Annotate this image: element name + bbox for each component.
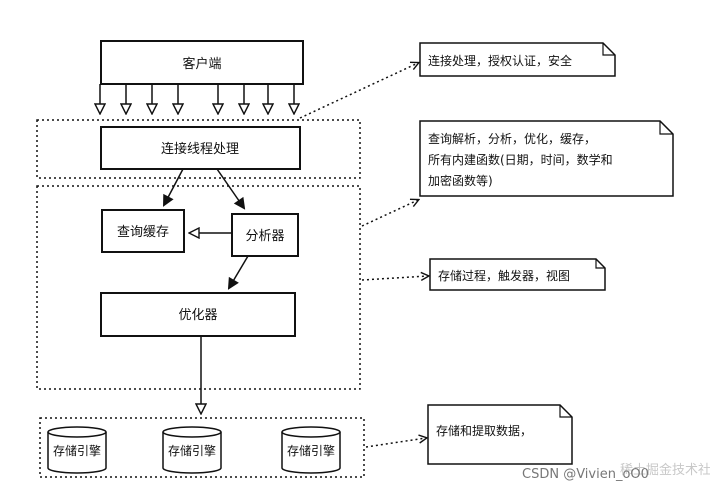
connection-layer-container <box>36 119 361 179</box>
parser-label: 分析器 <box>245 229 284 244</box>
note-storage: 存储和提取数据， <box>427 404 573 465</box>
optimizer-label: 优化器 <box>178 308 217 323</box>
connection-thread-label: 连接线程处理 <box>161 141 239 157</box>
storage-engine-cylinder: 存储引擎 <box>281 426 341 474</box>
pointer-service-note <box>361 200 418 227</box>
storage-engine-label: 存储引擎 <box>53 443 101 458</box>
query-cache-box: 查询缓存 <box>101 209 185 253</box>
pointer-procedures-note <box>361 276 428 280</box>
arrow-connection-to-parser <box>216 168 244 208</box>
storage-engine-cylinder: 存储引擎 <box>47 426 107 474</box>
client-connection-arrows <box>100 84 294 113</box>
client-label: 客户端 <box>182 56 221 72</box>
pointer-storage-note <box>365 438 426 448</box>
storage-layer-container <box>39 417 365 478</box>
storage-engine-cylinder: 存储引擎 <box>162 426 222 474</box>
note-service-line-3: 加密函数等) <box>428 173 493 188</box>
storage-engine-label: 存储引擎 <box>287 443 335 458</box>
arrow-connection-to-cache <box>164 168 184 205</box>
storage-engine-label: 存储引擎 <box>168 443 216 458</box>
watermark: CSDN @Vivien_oO0 <box>522 467 649 482</box>
service-layer-container <box>36 185 361 390</box>
note-service-line-2: 所有内建函数(日期，时间，数学和 <box>428 152 613 167</box>
note-storage-text: 存储和提取数据， <box>436 423 532 438</box>
note-procedures: 存储过程，触发器，视图 <box>429 258 606 291</box>
client-box: 客户端 <box>100 40 304 85</box>
note-connection-text: 连接处理，授权认证，安全 <box>428 53 572 68</box>
note-service-line-1: 查询解析，分析，优化，缓存， <box>428 132 596 146</box>
pointer-connection-note <box>299 63 418 119</box>
connection-thread-box: 连接线程处理 <box>100 126 301 170</box>
watermark-overlay: 稀土掘金技术社区 <box>620 462 710 478</box>
parser-box: 分析器 <box>231 213 299 257</box>
note-procedures-text: 存储过程，触发器，视图 <box>438 268 570 283</box>
arrow-parser-to-optimizer <box>229 255 249 288</box>
note-connection: 连接处理，授权认证，安全 <box>419 42 616 77</box>
query-cache-label: 查询缓存 <box>117 225 169 240</box>
optimizer-box: 优化器 <box>100 292 296 337</box>
note-service: 查询解析，分析，优化，缓存， 所有内建函数(日期，时间，数学和 加密函数等) <box>419 120 674 197</box>
